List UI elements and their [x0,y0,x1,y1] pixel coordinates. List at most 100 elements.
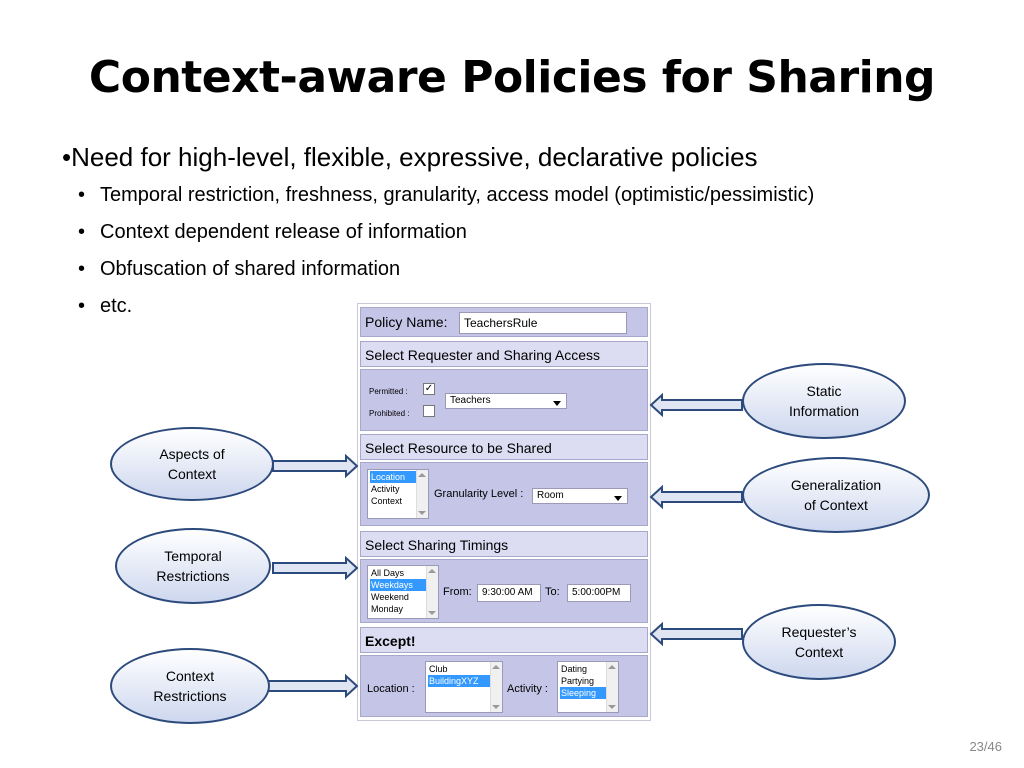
arrow-right-icon [272,453,359,479]
arrow-right-icon [267,673,359,699]
location-listbox[interactable]: Club BuildingXYZ [425,661,503,713]
bullet-dot: • [78,295,86,317]
bullet-main-text: Need for high-level, flexible, expressiv… [71,142,758,172]
arrow-left-icon [649,484,743,510]
scrollbar[interactable] [490,662,502,712]
policy-name-input[interactable]: TeachersRule [459,312,627,334]
scroll-down-icon[interactable] [492,705,500,709]
timings-section: All Days Weekdays Weekend Monday From: 9… [360,559,648,623]
callout-line: Temporal [164,548,222,564]
list-item[interactable]: Dating [561,664,588,674]
sub-bullet: • Temporal restriction, freshness, granul… [78,181,814,218]
policy-form: Policy Name: TeachersRule Select Request… [357,303,651,721]
list-item[interactable]: Weekdays [370,579,426,591]
granularity-dropdown-value: Room [537,490,564,501]
list-item[interactable]: Partying [561,676,595,686]
callout-line: Restrictions [156,568,230,584]
arrow-right-icon [272,555,359,581]
activity-label: Activity : [507,683,548,695]
policy-name-label: Policy Name: [365,314,448,330]
requester-dropdown-value: Teachers [450,395,491,406]
scrollbar[interactable] [606,662,618,712]
callout-aspects-of-context: Aspects of Context [110,427,274,501]
bullet-dot: • [78,184,86,206]
activity-listbox[interactable]: Dating Partying Sleeping [557,661,619,713]
except-section: Location : Club BuildingXYZ Activity : D… [360,655,648,717]
arrow-left-icon [649,621,743,647]
sub-bullet-text: Temporal restriction, freshness, granula… [100,184,815,206]
bullet-dot: • [78,221,86,243]
scroll-up-icon[interactable] [492,665,500,669]
requester-section-header: Select Requester and Sharing Access [360,341,648,367]
sub-bullet: • etc. [78,292,814,329]
bullet-main: •Need for high-level, flexible, expressi… [62,142,758,172]
scroll-up-icon[interactable] [608,665,616,669]
permitted-checkbox[interactable]: ✓ [423,383,435,395]
granularity-label: Granularity Level : [434,488,524,500]
to-time-input[interactable]: 5:00:00PM [567,584,631,602]
days-listbox[interactable]: All Days Weekdays Weekend Monday [367,565,439,619]
callout-line: Aspects of [159,446,225,462]
scroll-up-icon[interactable] [428,569,436,573]
callout-line: Static [806,383,842,399]
slide-title: Context-aware Policies for Sharing [88,52,936,103]
timings-section-header: Select Sharing Timings [360,531,648,557]
requester-section: Permitted : ✓ Prohibited : Teachers [360,369,648,431]
list-item[interactable]: Location [370,471,416,483]
check-icon: ✓ [424,383,434,394]
callout-line: of Context [804,497,868,513]
scrollbar[interactable] [416,470,428,518]
slide-number: 23/46 [969,739,1002,754]
callout-line: Restrictions [153,688,227,704]
to-label: To: [545,586,560,598]
from-time-input[interactable]: 9:30:00 AM [477,584,541,602]
requester-dropdown[interactable]: Teachers [445,393,567,409]
callout-line: Context [165,668,215,684]
granularity-dropdown[interactable]: Room [532,488,628,504]
list-item[interactable]: Context [371,496,403,506]
scroll-down-icon[interactable] [418,511,426,515]
bullet-list: • Need for high-level, flexible, expressi… [62,142,814,329]
scrollbar[interactable] [426,566,438,618]
resource-section: Location Activity Context Granularity Le… [360,462,648,526]
sub-bullet-text: etc. [100,295,133,317]
sub-bullet: • Context dependent release of informatio… [78,218,814,255]
scroll-down-icon[interactable] [428,611,436,615]
list-item[interactable]: All Days [371,568,405,578]
policy-name-row: Policy Name: TeachersRule [360,307,648,337]
except-section-header: Except! [360,627,648,653]
sub-bullet-text: Context dependent release of information [100,221,467,243]
from-label: From: [443,586,472,598]
arrow-left-icon [649,392,743,418]
scroll-up-icon[interactable] [418,473,426,477]
sub-bullet: • Obfuscation of shared information [78,255,814,292]
callout-line: Context [167,466,217,482]
location-label: Location : [367,683,415,695]
list-item[interactable]: Weekend [371,592,409,602]
sub-bullet-text: Obfuscation of shared information [100,258,401,280]
callout-text: Aspects of Context [159,444,224,484]
bullet-dot: • [78,258,86,280]
list-item[interactable]: Club [429,664,448,674]
list-item[interactable]: Activity [371,484,400,494]
list-item[interactable]: BuildingXYZ [428,675,490,687]
list-item[interactable]: Monday [371,604,404,614]
prohibited-label: Prohibited : [369,409,410,418]
prohibited-checkbox[interactable] [423,405,435,417]
scroll-down-icon[interactable] [608,705,616,709]
callout-line: Requester’s [781,624,857,640]
list-item[interactable]: Sleeping [560,687,606,699]
resource-listbox[interactable]: Location Activity Context [367,469,429,519]
callout-line: Context [794,644,844,660]
